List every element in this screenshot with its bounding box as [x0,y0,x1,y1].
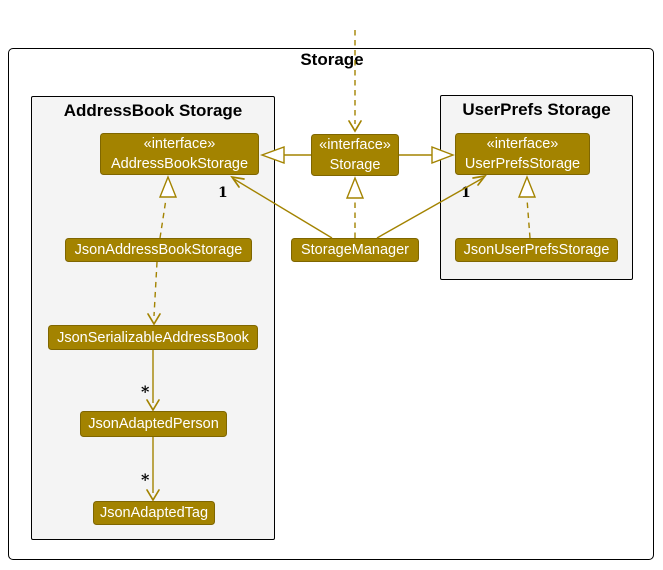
package-addressbook-storage-title: AddressBook Storage [63,101,243,120]
class-name: AddressBookStorage [110,156,249,172]
class-name: UserPrefsStorage [464,156,581,172]
multiplicity-label-person-tag: * [141,470,150,489]
class-name: StorageManager [300,242,409,258]
class-node-jsonaddressbookstorage: JsonAddressBookStorage [65,238,252,262]
class-name: JsonAdaptedTag [99,505,209,521]
multiplicity-label-storagemanager-userprefsstorage: 1 [461,185,471,201]
class-node-userprefsstorage-interface: «interface» UserPrefsStorage [455,133,590,175]
stereotype-label: «interface» [143,136,216,152]
class-node-addressbookstorage-interface: «interface» AddressBookStorage [100,133,259,175]
class-name: JsonAdaptedPerson [88,416,219,432]
class-node-storagemanager: StorageManager [291,238,419,262]
class-name: Storage [329,157,381,173]
class-node-jsonadaptedperson: JsonAdaptedPerson [80,411,227,437]
package-userprefs-storage-title: UserPrefs Storage [462,100,611,119]
class-node-storage-interface: «interface» Storage [311,134,399,176]
multiplicity-label-storagemanager-addressbookstorage: 1 [218,185,228,201]
diagram-title: Storage [300,50,364,69]
class-node-jsonadaptedtag: JsonAdaptedTag [93,501,215,525]
multiplicity-label-serializable-person: * [141,382,150,401]
class-name: JsonSerializableAddressBook [57,329,249,346]
class-name: JsonUserPrefsStorage [463,242,610,258]
class-node-jsonuserprefsstorage: JsonUserPrefsStorage [455,238,618,262]
stereotype-label: «interface» [486,136,559,152]
stereotype-label: «interface» [319,137,391,153]
class-name: JsonAddressBookStorage [74,242,243,258]
class-node-jsonserializableaddressbook: JsonSerializableAddressBook [48,325,258,350]
